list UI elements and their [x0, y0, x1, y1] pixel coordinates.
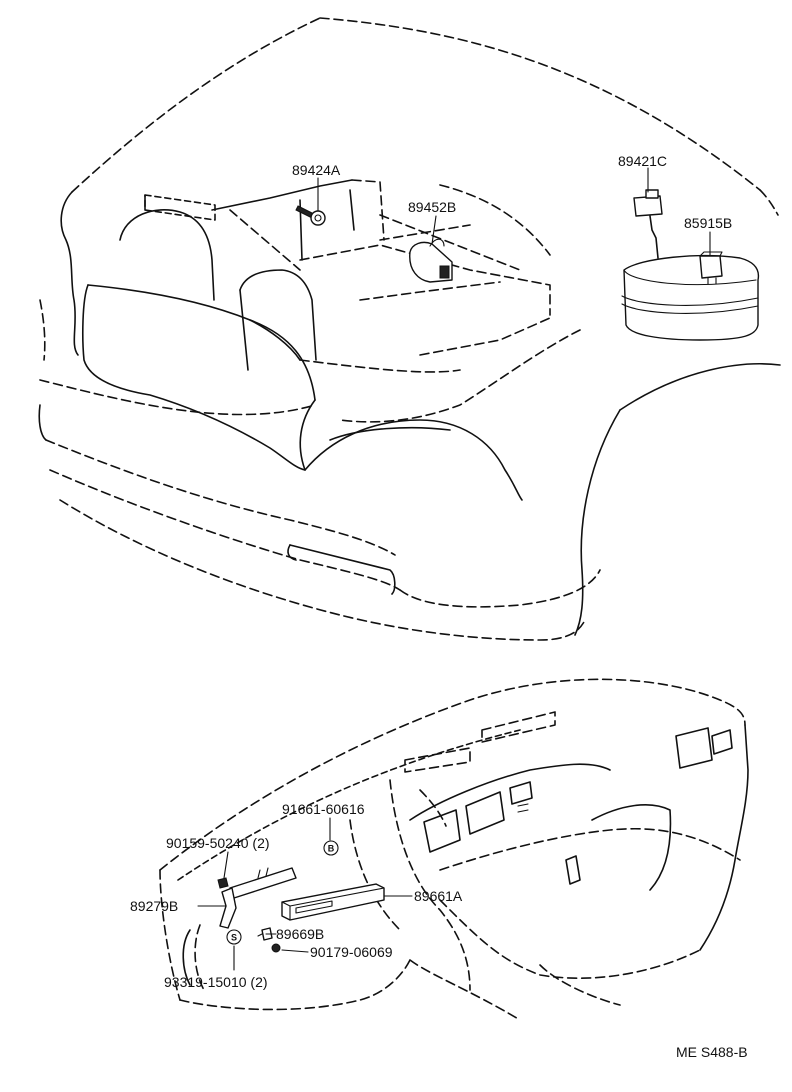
- part-90159-bolt: [217, 877, 229, 889]
- part-89452b-sensor: [409, 238, 453, 283]
- label-89661a: 89661A: [414, 888, 463, 904]
- label-89279b: 89279B: [130, 898, 178, 914]
- label-90159-50240: 90159-50240 (2): [166, 835, 270, 851]
- s-mark-symbol: S: [226, 929, 242, 945]
- label-89421c: 89421C: [618, 153, 667, 169]
- part-89661a-ecu: [281, 883, 385, 921]
- part-89421c-sensor: [633, 189, 663, 259]
- part-89424a-sensor: [295, 205, 326, 226]
- svg-text:S: S: [231, 933, 237, 943]
- svg-text:B: B: [328, 844, 335, 854]
- label-89452b: 89452B: [408, 199, 456, 215]
- label-85915b: 85915B: [684, 215, 732, 231]
- leader-lines-bottom: [197, 817, 413, 971]
- part-89279b-bracket: [219, 867, 297, 929]
- part-90179-nut: [271, 943, 281, 953]
- label-93319-15010: 93319-15010 (2): [164, 974, 268, 990]
- label-89424a: 89424A: [292, 162, 341, 178]
- relay-box-illustration: [621, 254, 760, 341]
- label-89669b: 89669B: [276, 926, 324, 942]
- drawing-code: ME S488-B: [676, 1044, 748, 1060]
- leader-lines-top: [317, 167, 711, 257]
- engine-bay-illustration: [38, 17, 781, 641]
- part-85915b-relay: [699, 251, 723, 285]
- b-mark-symbol: B: [323, 840, 339, 856]
- label-90179-06069: 90179-06069: [310, 944, 393, 960]
- label-91661-60616: 91661-60616: [282, 801, 365, 817]
- dashboard-illustration: [159, 678, 749, 1021]
